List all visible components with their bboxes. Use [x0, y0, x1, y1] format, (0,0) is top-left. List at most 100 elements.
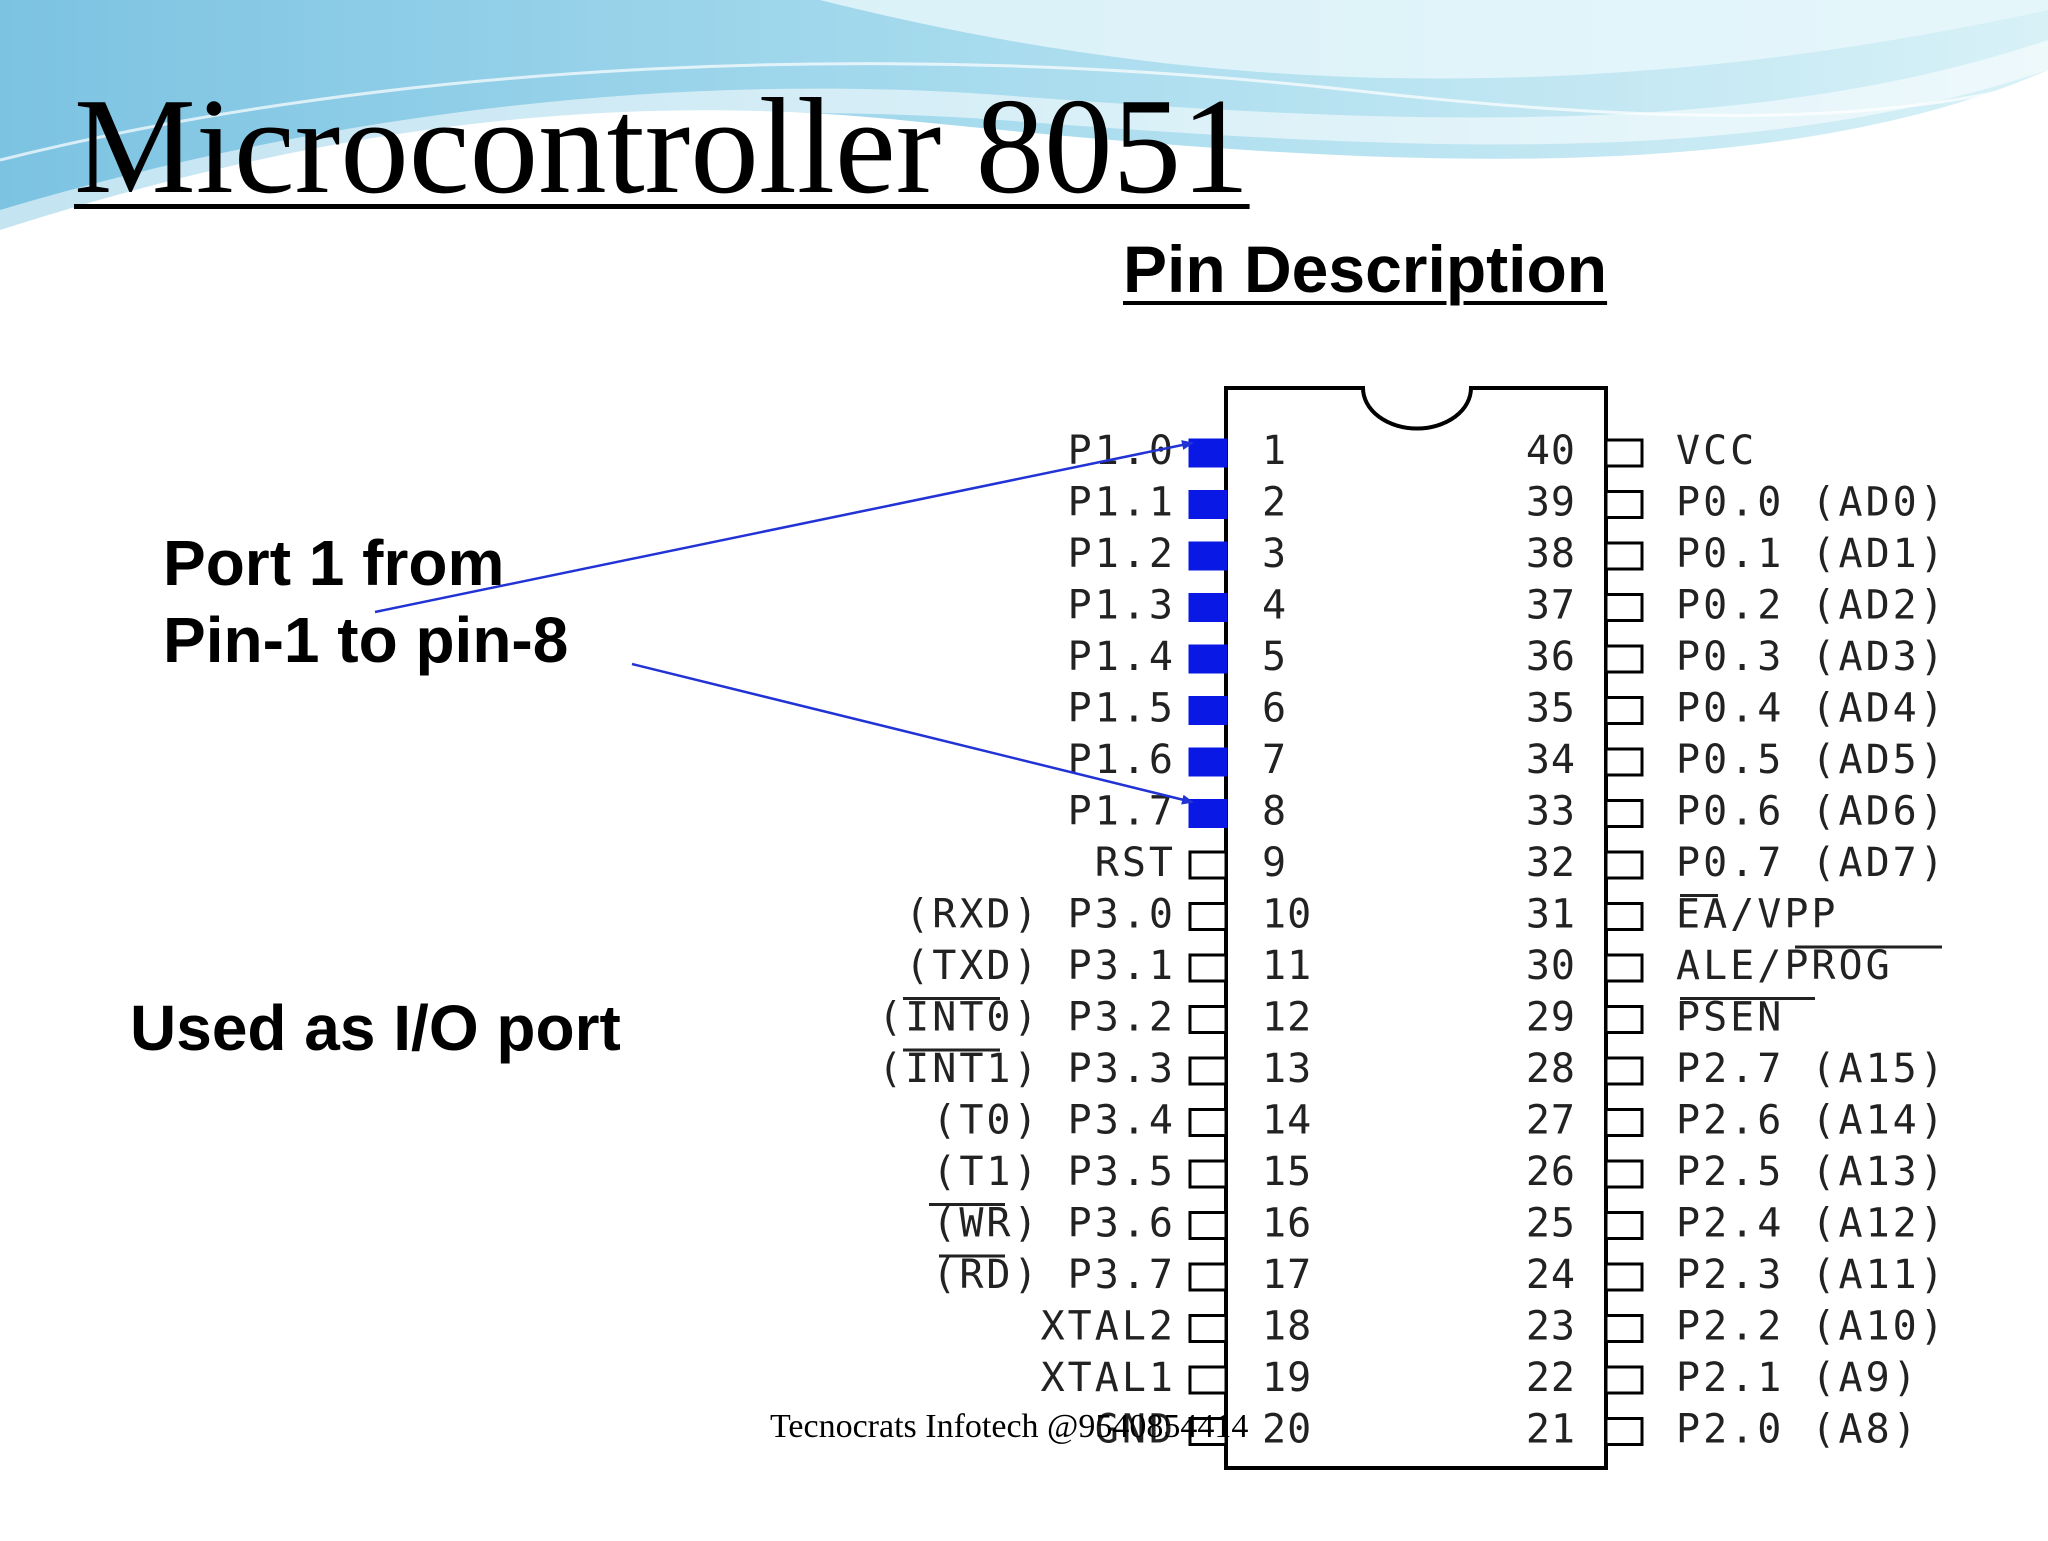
pin-25-pad: [1604, 1211, 1644, 1240]
pin-9-label: RST: [1095, 840, 1176, 886]
pin-32-pad: [1604, 850, 1644, 880]
pin-36-label: P0.3 (AD3): [1676, 634, 1947, 680]
pin-4-pad: [1188, 593, 1228, 622]
pin-19-number: 19: [1262, 1355, 1312, 1401]
pin-3-pad: [1188, 541, 1228, 571]
pin-35-label: P0.4 (AD4): [1676, 686, 1947, 732]
pin-38-pad: [1604, 541, 1644, 571]
pin-1-label: P1.0: [1068, 428, 1176, 474]
pin-37-label: P0.2 (AD2): [1676, 583, 1947, 629]
pin-2-pad: [1188, 490, 1228, 519]
pin-27-pad: [1604, 1108, 1644, 1137]
pin-13-number: 13: [1262, 1046, 1312, 1092]
port1-callout-line2: Pin-1 to pin-8: [163, 603, 569, 676]
pin-26-label: P2.5 (A13): [1676, 1149, 1947, 1195]
header-swoosh-decoration: [0, 0, 2048, 235]
pin-26-number: 26: [1526, 1149, 1576, 1195]
pin-7-pad: [1188, 747, 1228, 777]
pin-24-number: 24: [1526, 1252, 1576, 1298]
pin-15-label: (T1) P3.5: [932, 1149, 1176, 1195]
pin-39-pad: [1604, 490, 1644, 519]
pin-31-number: 31: [1526, 892, 1576, 938]
pin-19-label: XTAL1: [1041, 1355, 1176, 1401]
pin-19-pad: [1188, 1365, 1228, 1395]
pin-20-number: 20: [1262, 1407, 1312, 1453]
pin-15-pad: [1188, 1159, 1228, 1189]
pin-27-number: 27: [1526, 1098, 1576, 1144]
pin-4-number: 4: [1262, 583, 1287, 629]
pin-22-number: 22: [1526, 1355, 1576, 1401]
pin-5-pad: [1188, 644, 1228, 674]
pin-28-pad: [1604, 1056, 1644, 1086]
pin-37-pad: [1604, 593, 1644, 622]
pin-4-label: P1.3: [1068, 583, 1176, 629]
pin-28-label: P2.7 (A15): [1676, 1046, 1947, 1092]
pin-21-pad: [1604, 1417, 1644, 1446]
chip-body: [1224, 386, 1608, 1470]
pin-24-pad: [1604, 1262, 1644, 1292]
pin-description-heading: Pin Description: [1123, 232, 1608, 306]
pin-34-pad: [1604, 747, 1644, 777]
pin-31-label: EA/VPP: [1676, 892, 1839, 938]
pin-36-pad: [1604, 644, 1644, 674]
pin-14-pad: [1188, 1108, 1228, 1137]
pin-29-pad: [1604, 1005, 1644, 1034]
pin-20-pad: [1188, 1417, 1228, 1446]
pin-40-number: 40: [1526, 428, 1576, 474]
port1-callout-line1: Port 1 from: [163, 527, 505, 599]
pin-12-pad: [1188, 1005, 1228, 1034]
pin-33-pad: [1604, 799, 1644, 828]
pin-35-number: 35: [1526, 686, 1576, 732]
pin-8-label: P1.7: [1068, 789, 1176, 835]
pin-17-pad: [1188, 1262, 1228, 1292]
pin-16-number: 16: [1262, 1201, 1312, 1247]
pin-16-label: (WR) P3.6: [932, 1201, 1176, 1247]
pin-34-number: 34: [1526, 737, 1576, 783]
pin-34-label: P0.5 (AD5): [1676, 737, 1947, 783]
pin-5-label: P1.4: [1068, 634, 1176, 680]
pin-33-number: 33: [1526, 789, 1576, 835]
pin-23-number: 23: [1526, 1304, 1576, 1350]
pin-18-label: XTAL2: [1041, 1304, 1176, 1350]
pin-6-label: P1.5: [1068, 686, 1176, 732]
pin-32-number: 32: [1526, 840, 1576, 886]
pin-16-pad: [1188, 1211, 1228, 1240]
pin-20-label: GND: [1095, 1407, 1176, 1453]
pin-1-number: 1: [1262, 428, 1287, 474]
pin-10-label: (RXD) P3.0: [905, 892, 1176, 938]
pin-12-label: (INT0) P3.2: [878, 995, 1176, 1041]
pin-11-label: (TXD) P3.1: [905, 943, 1176, 989]
pin-39-label: P0.0 (AD0): [1676, 480, 1947, 526]
arrow-to-pin-1: [374, 440, 1194, 614]
pin-5-number: 5: [1262, 634, 1287, 680]
pin-17-number: 17: [1262, 1252, 1312, 1298]
pin-22-label: P2.1 (A9): [1676, 1355, 1920, 1401]
pin-17-label: (RD) P3.7: [932, 1252, 1176, 1298]
pin-30-pad: [1604, 953, 1644, 983]
pin-11-pad: [1188, 953, 1228, 983]
pin-23-label: P2.2 (A10): [1676, 1304, 1947, 1350]
pin-21-label: P2.0 (A8): [1676, 1407, 1920, 1453]
pin-38-number: 38: [1526, 531, 1576, 577]
pin-1-pad: [1188, 438, 1228, 468]
pin-29-number: 29: [1526, 995, 1576, 1041]
pin-21-number: 21: [1526, 1407, 1576, 1453]
pin-23-pad: [1604, 1314, 1644, 1343]
pin-32-label: P0.7 (AD7): [1676, 840, 1947, 886]
pin-3-label: P1.2: [1068, 531, 1176, 577]
pin-40-label: VCC: [1676, 428, 1757, 474]
pin-10-number: 10: [1262, 892, 1312, 938]
slide-title: Microcontroller 8051: [74, 70, 1250, 222]
pin-26-pad: [1604, 1159, 1644, 1189]
pin-22-pad: [1604, 1365, 1644, 1395]
pin-35-pad: [1604, 696, 1644, 725]
pin-13-label: (INT1) P3.3: [878, 1046, 1176, 1092]
pin-2-number: 2: [1262, 480, 1287, 526]
pin-8-pad: [1188, 799, 1228, 828]
pin-14-number: 14: [1262, 1098, 1312, 1144]
pin-27-label: P2.6 (A14): [1676, 1098, 1947, 1144]
pin-25-label: P2.4 (A12): [1676, 1201, 1947, 1247]
pin-36-number: 36: [1526, 634, 1576, 680]
footer-credit: Tecnocrats Infotech @9540854414: [770, 1408, 1249, 1445]
